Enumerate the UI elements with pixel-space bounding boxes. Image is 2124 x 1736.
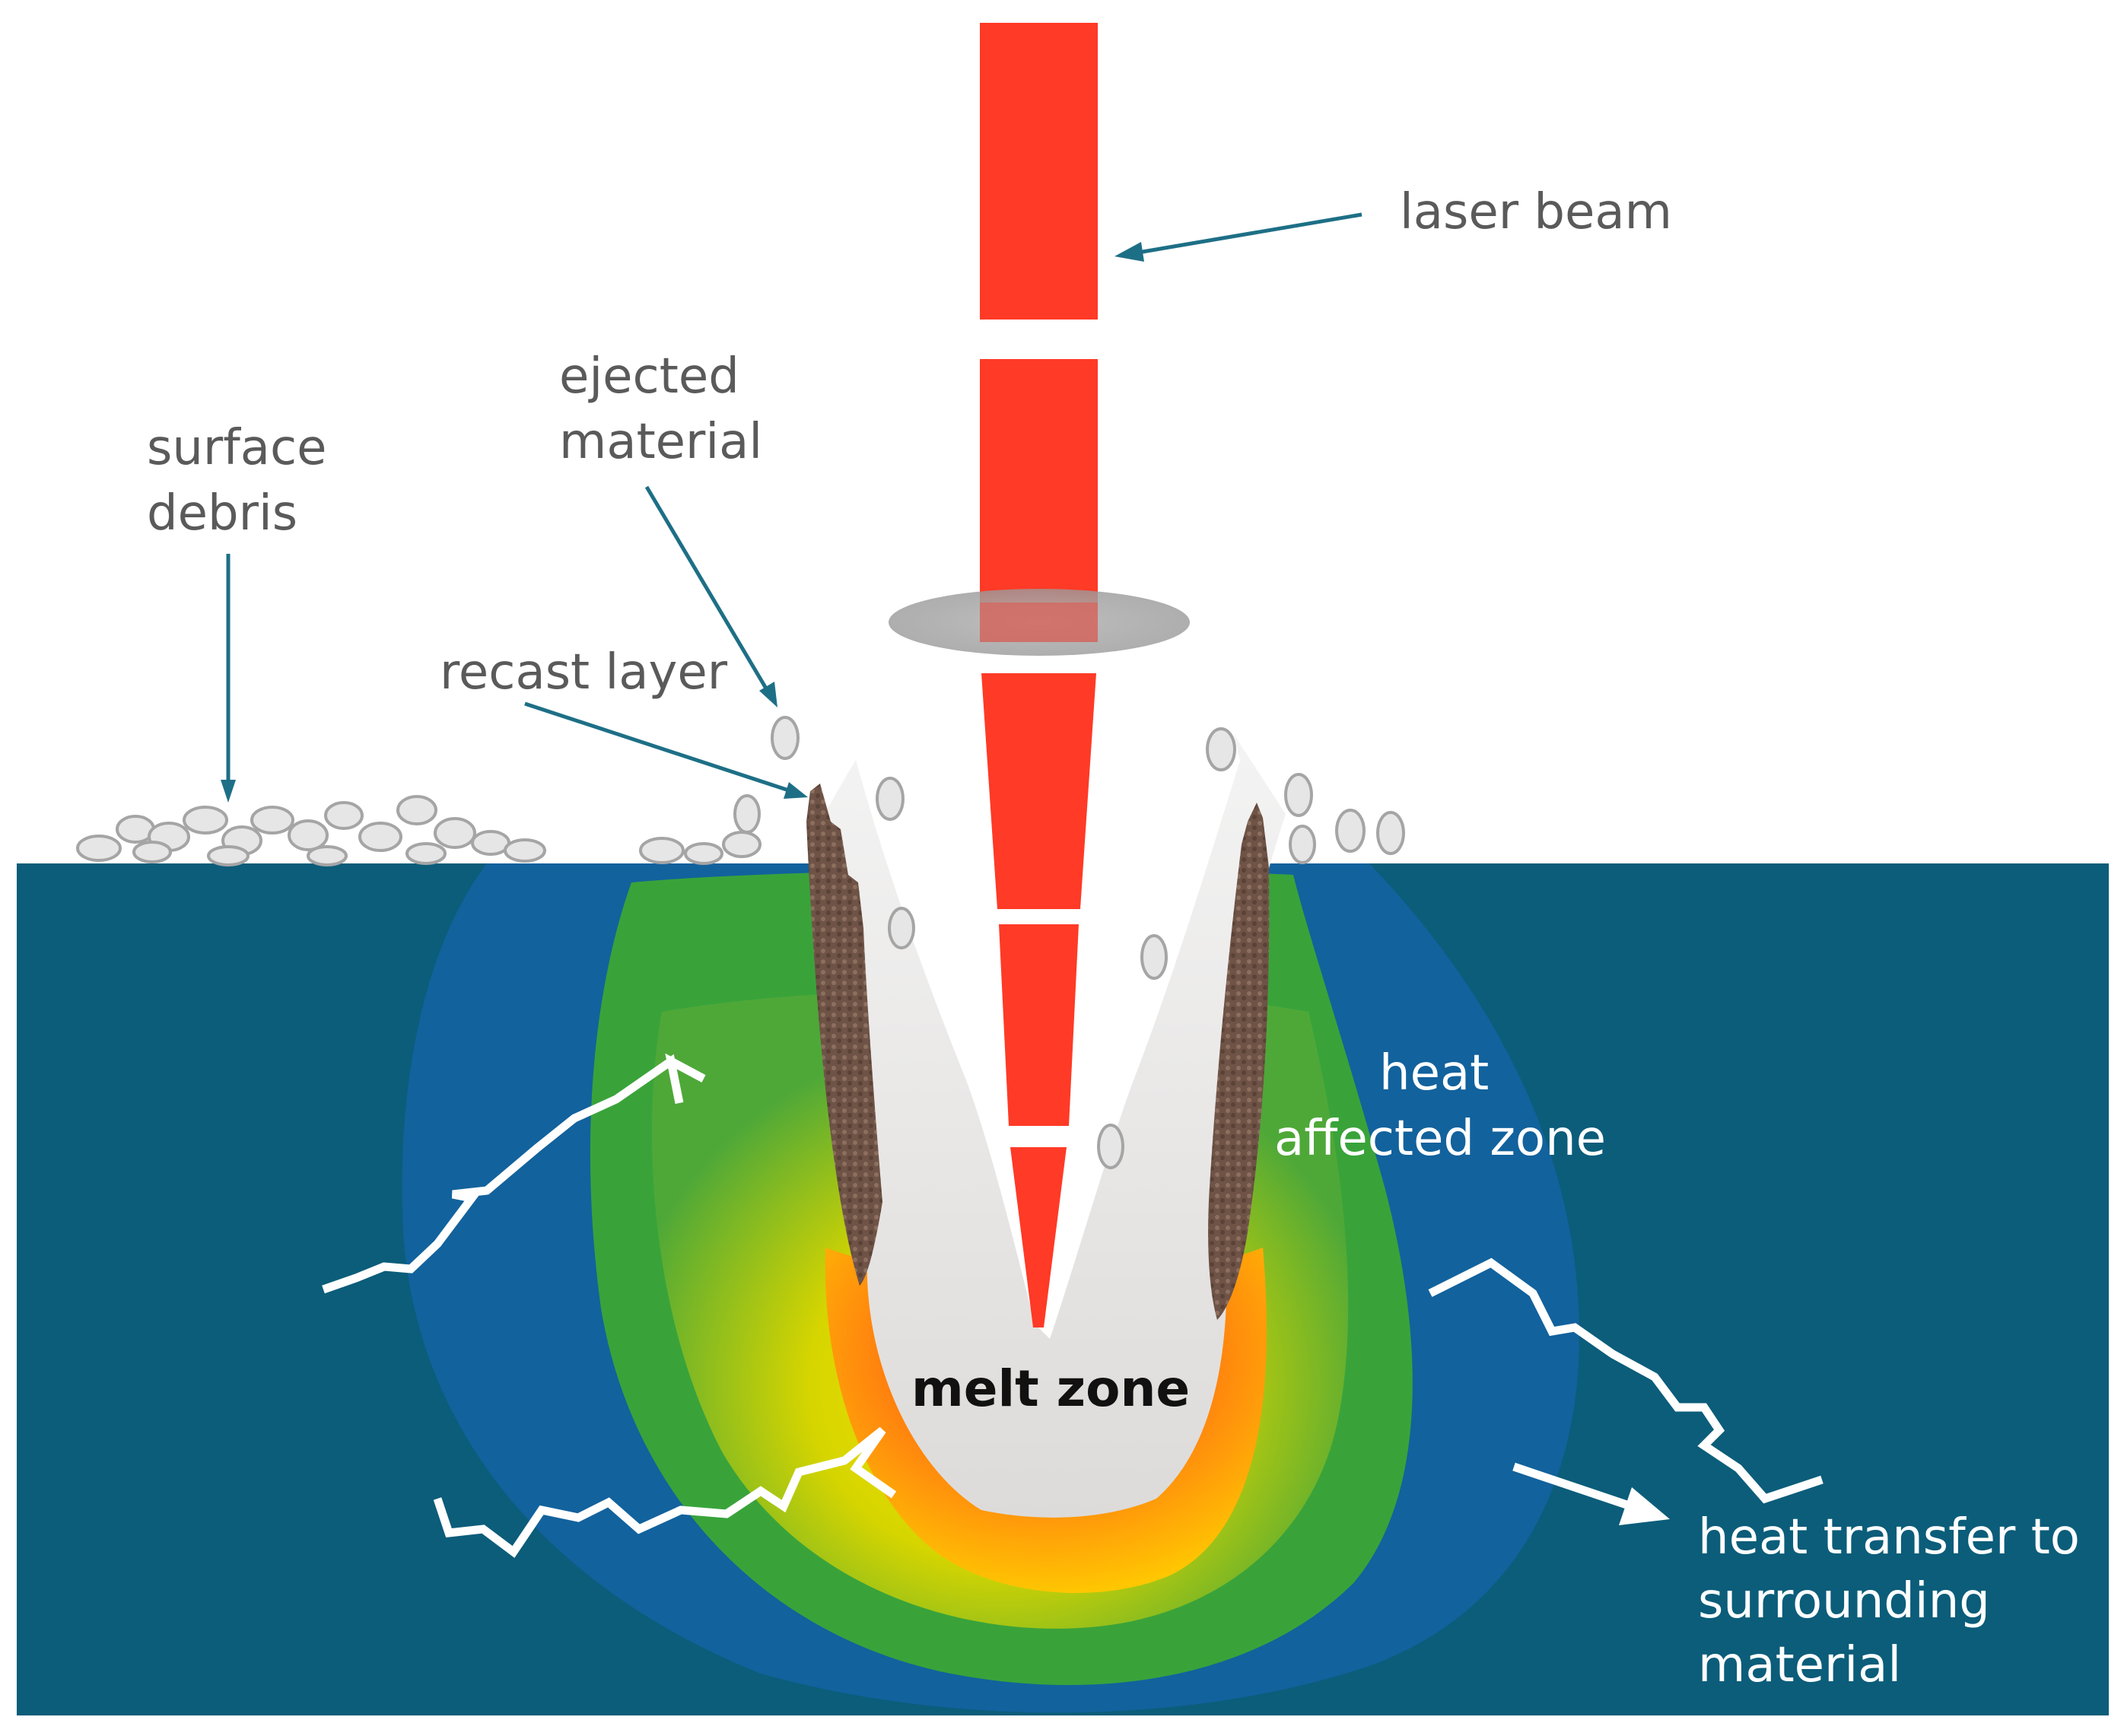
crack-left-lower	[433, 1426, 897, 1558]
recast-layer-right	[1208, 803, 1270, 1320]
leader-laser-beam	[1114, 212, 1362, 262]
leader-ejected-material	[644, 485, 777, 707]
label-melt-zone: melt zone	[911, 1359, 1190, 1418]
crack-left-upper	[322, 1053, 706, 1294]
heat-transfer-arrow	[1512, 1462, 1670, 1525]
label-ejected-material-line1: ejected	[559, 348, 739, 405]
label-ejected-material-line2: material	[559, 414, 762, 470]
surface-debris	[76, 794, 762, 866]
ejected-particles	[771, 716, 1405, 1169]
label-heat-transfer-line1: heat transfer to	[1698, 1509, 2080, 1566]
label-recast-layer: recast layer	[440, 644, 728, 701]
label-heat-transfer-line3: material	[1698, 1637, 1901, 1693]
label-surface-debris-line1: surface	[147, 420, 327, 476]
label-laser-beam: laser beam	[1400, 184, 1672, 240]
leader-recast-layer	[524, 701, 808, 799]
label-heat-affected-zone-line1: heat	[1379, 1045, 1489, 1102]
label-heat-affected-zone-line2: affected zone	[1274, 1111, 1606, 1167]
label-surface-debris-line2: debris	[147, 485, 297, 542]
recast-layer-left	[806, 784, 882, 1286]
crack-right	[1428, 1257, 1824, 1504]
leader-surface-debris	[221, 554, 236, 803]
cracks	[322, 1053, 1824, 1558]
laser-beam	[889, 23, 1190, 1327]
label-heat-transfer-line2: surrounding	[1698, 1573, 1990, 1629]
